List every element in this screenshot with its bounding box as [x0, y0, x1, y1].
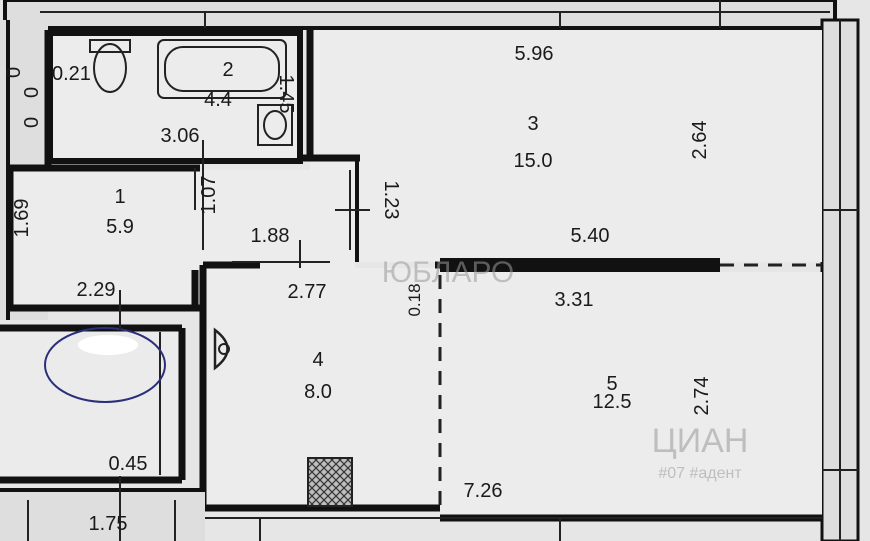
toilet-icon	[93, 43, 127, 93]
dimension-lines	[119, 140, 370, 541]
dim-1-69: 1.69	[11, 199, 33, 238]
room-5-number: 5	[606, 373, 617, 395]
room-3	[300, 30, 822, 262]
dim-2-74: 2.74	[691, 377, 713, 416]
side-mark-middle: 0	[21, 87, 43, 98]
dim-1-75: 1.75	[89, 513, 128, 535]
dim-2-77: 2.77	[288, 281, 327, 303]
room-4-area: 8.0	[304, 381, 332, 403]
room-5-area: 12.5	[593, 391, 632, 413]
dim-2-64: 2.64	[689, 121, 711, 160]
bathtub-icon	[157, 39, 287, 99]
dim-0-21: 0.21	[52, 63, 91, 85]
dim-5-96: 5.96	[515, 43, 554, 65]
dim-1-23: 1.23	[380, 181, 402, 220]
dim-1-88: 1.88	[251, 225, 290, 247]
room-3-area: 15.0	[514, 150, 553, 172]
watermark-cian-sub: #07 #адент	[658, 465, 742, 482]
dim-5-40: 5.40	[571, 225, 610, 247]
room-4-kitchen	[199, 261, 440, 512]
room-2-bathroom	[47, 30, 303, 164]
room-1-area: 5.9	[106, 216, 134, 238]
boiler-icon	[213, 327, 229, 371]
watermark-cian: ЦИАН	[652, 422, 749, 460]
sink-icon	[257, 104, 293, 146]
dim-0-45: 0.45	[109, 453, 148, 475]
room-2-area: 4.4	[204, 89, 232, 111]
hand-drawn-circle	[44, 327, 166, 403]
dim-3-31: 3.31	[555, 289, 594, 311]
room-2-number: 2	[222, 59, 233, 81]
dim-1-07: 1.07	[198, 176, 220, 215]
stove-icon	[307, 457, 353, 507]
dim-0-18: 0.18	[405, 283, 424, 316]
loggia-area	[0, 324, 186, 484]
dim-2-29: 2.29	[77, 279, 116, 301]
room-4-number: 4	[312, 349, 323, 371]
room-3-number: 3	[527, 113, 538, 135]
bottom-wall	[0, 488, 822, 541]
room-1-number: 1	[114, 186, 125, 208]
dim-3-06: 3.06	[161, 125, 200, 147]
dim-1-45: 1.45	[275, 75, 297, 114]
side-mark-bottom: 0	[21, 117, 43, 128]
top-wall	[3, 0, 837, 30]
redaction-mark	[78, 335, 138, 355]
side-mark-top: 0	[3, 67, 25, 78]
dim-7-26: 7.26	[464, 480, 503, 502]
watermark-center: ЮБЛАРО	[382, 256, 514, 289]
right-exterior-wall	[820, 18, 860, 541]
